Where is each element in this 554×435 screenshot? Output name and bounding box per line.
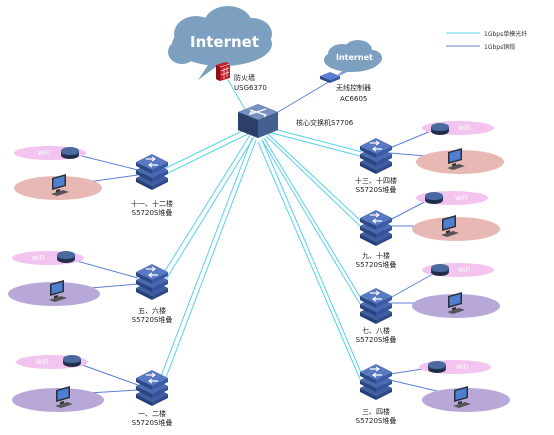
floor-label-f1314: 十三、十四楼 xyxy=(355,177,397,185)
floor-label-f56: 五、六楼 xyxy=(138,307,166,315)
internet-cloud-small xyxy=(324,40,382,78)
switch-stack-f12 xyxy=(135,369,169,407)
switch-model-f910: S5720S堆叠 xyxy=(355,261,397,269)
switch-stack-f78 xyxy=(359,287,393,325)
access-point-icon xyxy=(431,123,449,135)
legend xyxy=(446,32,480,47)
switch-stack-f1112 xyxy=(135,153,169,191)
link-core-f56 xyxy=(157,134,251,283)
legend-fiber-label: 1Gbps单模光纤 xyxy=(484,31,528,38)
link-core-f1314 xyxy=(269,127,363,153)
wifi-label: WiFi xyxy=(456,364,469,371)
zone-f12 xyxy=(12,355,104,412)
client-zone-f1314 xyxy=(416,150,504,174)
wifi-label: WiFi xyxy=(458,125,471,132)
wireless-controller-icon xyxy=(320,72,340,83)
wifi-label: WiFi xyxy=(38,150,51,157)
link-core-f78 xyxy=(263,137,363,301)
wireless-controller-name: 无线控制器 xyxy=(336,84,371,92)
switch-stack-f56 xyxy=(135,263,169,301)
switch-stack-f34 xyxy=(359,363,393,401)
switch-model-f56: S5720S堆叠 xyxy=(131,316,173,324)
wifi-label: WiFi xyxy=(458,267,471,274)
switch-model-f12: S5720S堆叠 xyxy=(131,419,173,427)
access-point-icon xyxy=(63,355,81,367)
wireless-controller-model: AC6605 xyxy=(340,95,368,103)
link-core-f12 xyxy=(157,137,253,385)
legend-copper-label: 1Gbps铜缆 xyxy=(484,44,516,51)
client-zone-f34 xyxy=(422,388,510,412)
internet-small-label: Internet xyxy=(336,53,373,62)
switch-model-f1112: S5720S堆叠 xyxy=(131,209,173,217)
floor-label-f1112: 十一、十二楼 xyxy=(131,200,173,208)
firewall-model: USG6370 xyxy=(234,84,267,92)
link-ac-core xyxy=(277,79,333,113)
core-switch-icon xyxy=(238,104,278,138)
firewall-name: 防火墙 xyxy=(234,74,255,82)
client-zone-f910 xyxy=(412,217,500,241)
switch-stack-f910 xyxy=(359,209,393,247)
core-switch-label: 核心交换机S7706 xyxy=(296,119,354,127)
floor-label-f34: 三、四楼 xyxy=(362,408,390,416)
switch-stack-f1314 xyxy=(359,137,393,175)
internet-main-label: Internet xyxy=(190,33,260,51)
link-core-f34 xyxy=(261,139,363,376)
floor-label-f78: 七、八楼 xyxy=(362,327,390,335)
wifi-label: WiFi xyxy=(455,195,468,202)
wifi-label: WiFi xyxy=(32,255,45,262)
switch-model-f1314: S5720S堆叠 xyxy=(355,186,397,194)
firewall-icon xyxy=(216,62,231,81)
access-point-icon xyxy=(57,251,75,263)
access-point-icon xyxy=(61,147,79,159)
access-point-icon xyxy=(425,192,443,204)
switch-model-f34: S5720S堆叠 xyxy=(355,417,397,425)
internet-cloud-main xyxy=(168,6,272,80)
client-zone-f78 xyxy=(412,294,500,318)
wifi-label: WiFi xyxy=(36,359,49,366)
access-point-icon xyxy=(431,264,449,276)
switch-model-f78: S5720S堆叠 xyxy=(355,336,397,344)
link-core-f910 xyxy=(267,133,363,223)
access-point-icon xyxy=(428,361,446,373)
floor-label-f910: 九、十楼 xyxy=(362,252,390,260)
floor-label-f12: 一、二楼 xyxy=(138,410,166,418)
link-core-f1112 xyxy=(157,127,249,173)
